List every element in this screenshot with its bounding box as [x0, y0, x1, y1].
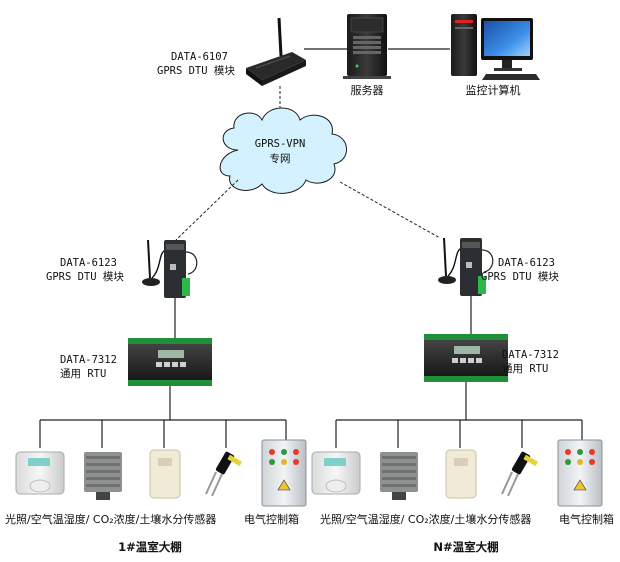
- right-soil-probe-icon: [501, 451, 539, 497]
- right-air-sensor-icon: [380, 452, 418, 500]
- server-icon: [343, 14, 391, 79]
- right-dtu-model-label: DATA-6123: [498, 257, 555, 269]
- left-rtu-model-label: DATA-7312: [60, 354, 117, 366]
- cloud-label: GPRS-VPN 专网: [236, 137, 324, 167]
- left-dtu-model-label: DATA-6123: [60, 257, 117, 269]
- left-control-cabinet-icon: [261, 439, 307, 507]
- right-gprs-dtu-icon: [438, 237, 494, 296]
- left-gprs-dtu-icon: [142, 239, 198, 298]
- cloud-line1: GPRS-VPN: [254, 138, 306, 150]
- gprs-vpn-cloud: [219, 107, 347, 194]
- left-greenhouse-branch: [15, 239, 307, 507]
- cloud-left-dtu-link: [175, 179, 239, 241]
- left-cabinet-caption: 电气控制箱: [244, 513, 299, 526]
- cloud-right-dtu-link: [339, 181, 441, 239]
- gateway-model-label: DATA-6107: [171, 51, 228, 63]
- right-sensors-caption: 光照/空气温湿度/ CO₂浓度/土壤水分传感器: [320, 513, 532, 526]
- right-light-sensor-icon: [311, 451, 361, 495]
- right-cabinet-caption: 电气控制箱: [559, 513, 614, 526]
- monitor-computer-icon: [451, 14, 540, 80]
- right-rtu-model-label: DATA-7312: [502, 349, 559, 361]
- cloud-line2: 专网: [269, 153, 291, 165]
- left-co2-sensor-icon: [149, 449, 181, 499]
- right-co2-sensor-icon: [445, 449, 477, 499]
- left-rtu-type-label: 通用 RTU: [60, 368, 107, 380]
- right-rtu-icon: [424, 334, 508, 382]
- left-air-sensor-icon: [84, 452, 122, 500]
- left-dtu-type-label: GPRS DTU 模块: [46, 271, 124, 283]
- monitor-computer-label: 监控计算机: [465, 84, 521, 97]
- gateway-type-label: GPRS DTU 模块: [157, 65, 235, 77]
- server-label: 服务器: [350, 84, 384, 97]
- right-control-cabinet-icon: [557, 439, 603, 507]
- gprs-dtu-router-icon: [246, 17, 306, 86]
- right-greenhouse-label: N#温室大棚: [433, 540, 499, 554]
- left-soil-probe-icon: [205, 451, 243, 497]
- left-sensors-caption: 光照/空气温湿度/ CO₂浓度/土壤水分传感器: [5, 513, 217, 526]
- left-light-sensor-icon: [15, 451, 65, 495]
- left-greenhouse-label: 1#温室大棚: [118, 540, 182, 554]
- right-rtu-type-label: 通用 RTU: [502, 363, 549, 375]
- right-greenhouse-branch: [311, 237, 603, 507]
- right-dtu-type-label: GPRS DTU 模块: [481, 271, 559, 283]
- left-rtu-icon: [128, 338, 212, 386]
